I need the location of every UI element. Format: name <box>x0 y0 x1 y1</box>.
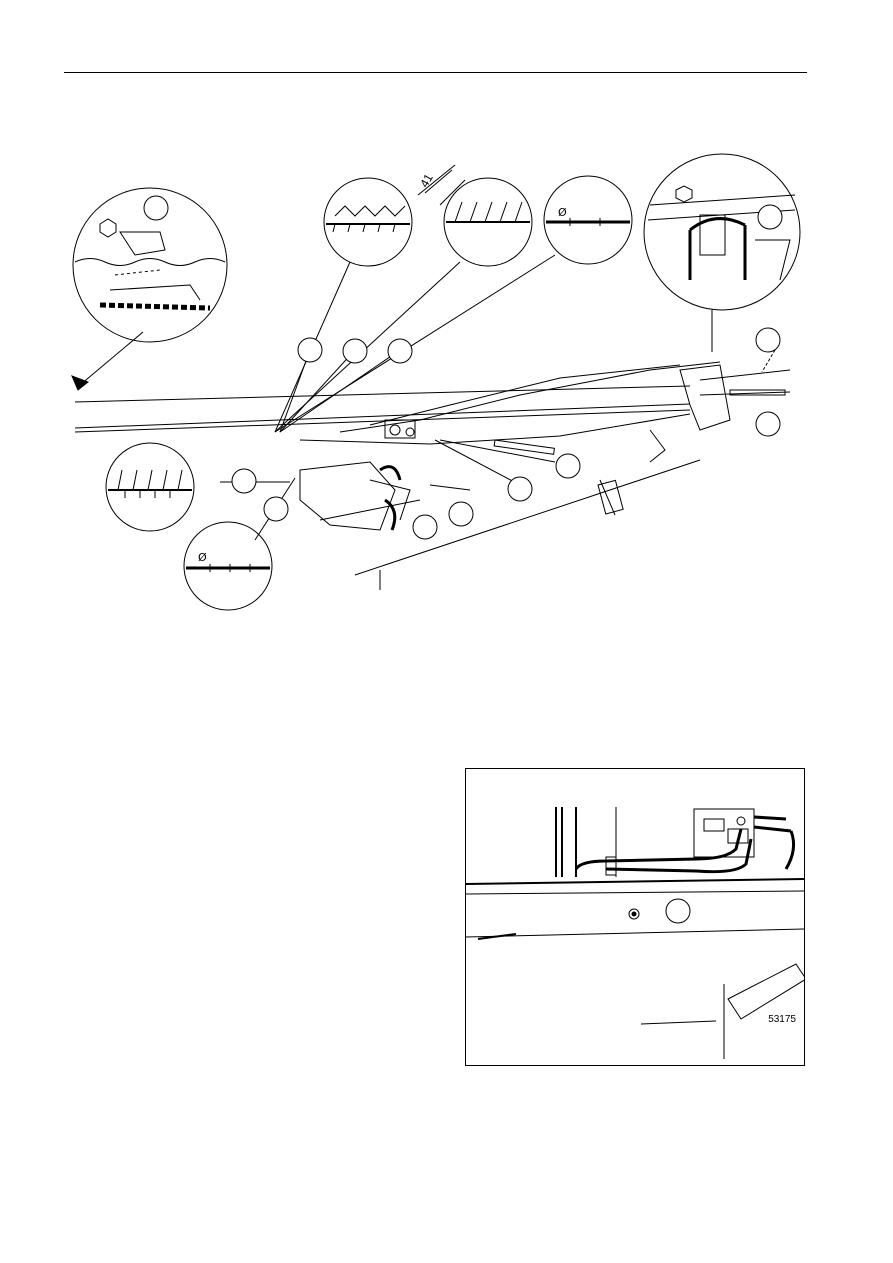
leader-lines <box>71 254 776 541</box>
callout-bubble <box>412 514 438 540</box>
detail-circle-diameter-rod-2 <box>183 521 273 611</box>
callout-bubble <box>755 411 781 437</box>
callout-bubble <box>448 501 474 527</box>
callout-bubble <box>507 476 533 502</box>
valve-block <box>693 808 796 870</box>
detail-circle-clamp <box>643 153 801 311</box>
hydraulic-lines <box>555 807 753 877</box>
callout-bubble <box>757 204 783 230</box>
photo-figure: 53175 <box>465 768 805 1066</box>
figure-number: 53175 <box>768 1014 796 1025</box>
grease-nipple <box>628 908 640 920</box>
callout-bubble <box>342 338 368 364</box>
callout-bubble <box>297 337 323 363</box>
right-mechanism <box>597 364 791 516</box>
frame-body <box>466 878 804 1059</box>
callout-bubble <box>263 496 289 522</box>
callout-bubble <box>143 195 169 221</box>
photo-illustration <box>466 807 804 1059</box>
technical-illustration: 41 Ø Ø <box>71 153 801 611</box>
diameter-symbol-2: Ø <box>198 551 207 564</box>
callout-bubble <box>665 898 691 924</box>
detail-circle-teeth-dimension <box>417 164 533 267</box>
dimension-label: 41 <box>417 171 436 190</box>
callout-bubble <box>387 338 413 364</box>
frame-lines <box>74 361 721 590</box>
center-mechanism <box>299 419 555 531</box>
callout-bubble <box>755 327 781 353</box>
callout-bubble <box>555 453 581 479</box>
detail-circle-diameter-rod <box>543 175 633 265</box>
header-rule <box>64 72 807 73</box>
callout-bubbles <box>143 195 783 540</box>
detail-circle-teeth-2 <box>105 442 195 532</box>
callout-bubble <box>231 468 257 494</box>
detail-circle-teeth-1 <box>323 177 413 267</box>
diameter-symbol: Ø <box>558 206 567 219</box>
detail-circle-fastener <box>72 187 228 343</box>
